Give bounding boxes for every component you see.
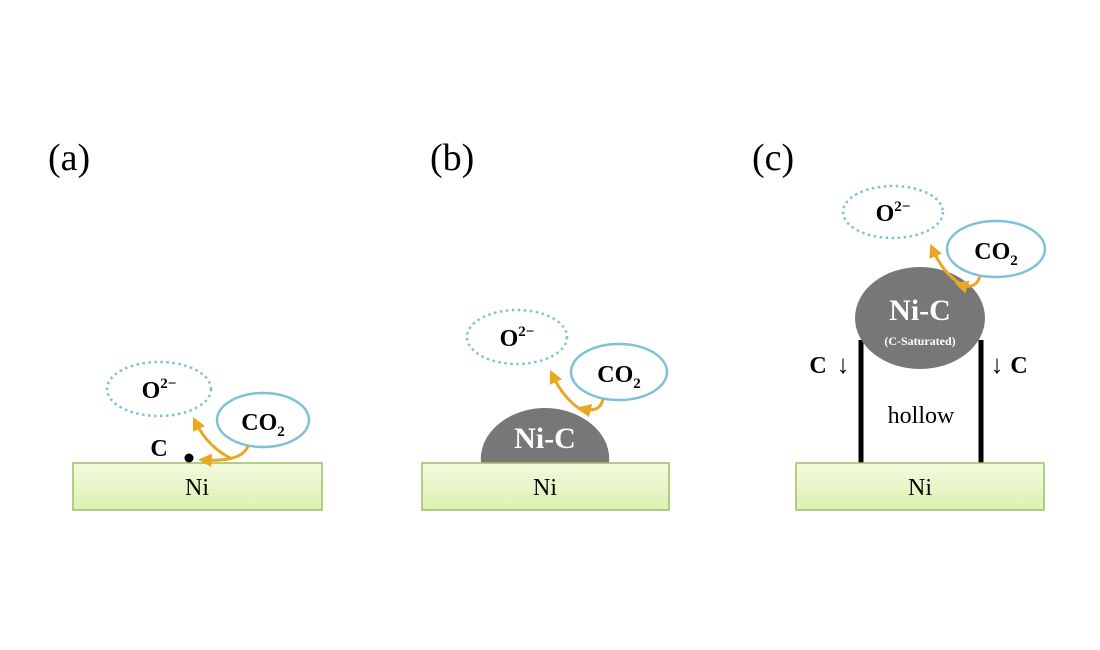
- panel-a-label: (a): [48, 137, 90, 179]
- ni-substrate: [795, 462, 1045, 511]
- oxygen-release-arrow: [929, 243, 967, 289]
- carbon-flux-left-arrow: ↓: [837, 350, 850, 379]
- ni-c-particle: [855, 267, 985, 369]
- particle-label: Ni-C: [514, 422, 576, 455]
- substrate-label: Ni: [908, 475, 932, 501]
- carbon-label: C: [150, 436, 167, 462]
- substrate-label: Ni: [185, 475, 209, 501]
- panel-a: (a) Ni O2− CO2 C: [48, 137, 323, 511]
- carbon-flux-left-label: C: [809, 353, 826, 379]
- ni-substrate: [72, 462, 323, 511]
- co2-ellipse: [215, 391, 311, 449]
- panel-b: (b) Ni Ni-C O2− CO2: [421, 137, 670, 511]
- oxygen-ion-label: O2−: [142, 376, 177, 404]
- ni-c-particle: [480, 408, 610, 463]
- substrate-label: Ni: [533, 475, 557, 501]
- oxygen-ion-label: O2−: [876, 199, 911, 227]
- co2-label: CO2: [974, 239, 1018, 269]
- panel-c-label: (c): [752, 137, 794, 179]
- particle-label: Ni-C: [889, 294, 951, 327]
- oxygen-ion-ellipse: [841, 184, 945, 240]
- panel-b-label: (b): [430, 137, 474, 179]
- particle-note: (C-Saturated): [884, 334, 955, 348]
- oxygen-ion-ellipse: [105, 360, 213, 418]
- hollow-label: hollow: [888, 403, 955, 429]
- carbon-flux-right-arrow: ↓: [991, 350, 1004, 379]
- carbon-deposit-arrow: [577, 398, 605, 418]
- oxygen-ion-label: O2−: [500, 324, 535, 352]
- oxygen-release-arrow: [549, 369, 589, 416]
- co2-ellipse: [569, 342, 669, 402]
- panel-c: (c) Ni Ni-C (C-Saturated) hollow C ↓ ↓ C…: [752, 137, 1047, 511]
- co2-ellipse: [945, 219, 1047, 279]
- co2-label: CO2: [597, 362, 641, 392]
- carbon-atom-dot: [184, 453, 194, 463]
- ni-substrate: [421, 462, 670, 511]
- carbon-deposit-arrow: [198, 445, 250, 468]
- carbon-flux-right-label: C: [1010, 353, 1027, 379]
- oxygen-ion-ellipse: [465, 308, 569, 366]
- co2-label: CO2: [241, 410, 285, 440]
- oxygen-release-arrow: [192, 416, 233, 461]
